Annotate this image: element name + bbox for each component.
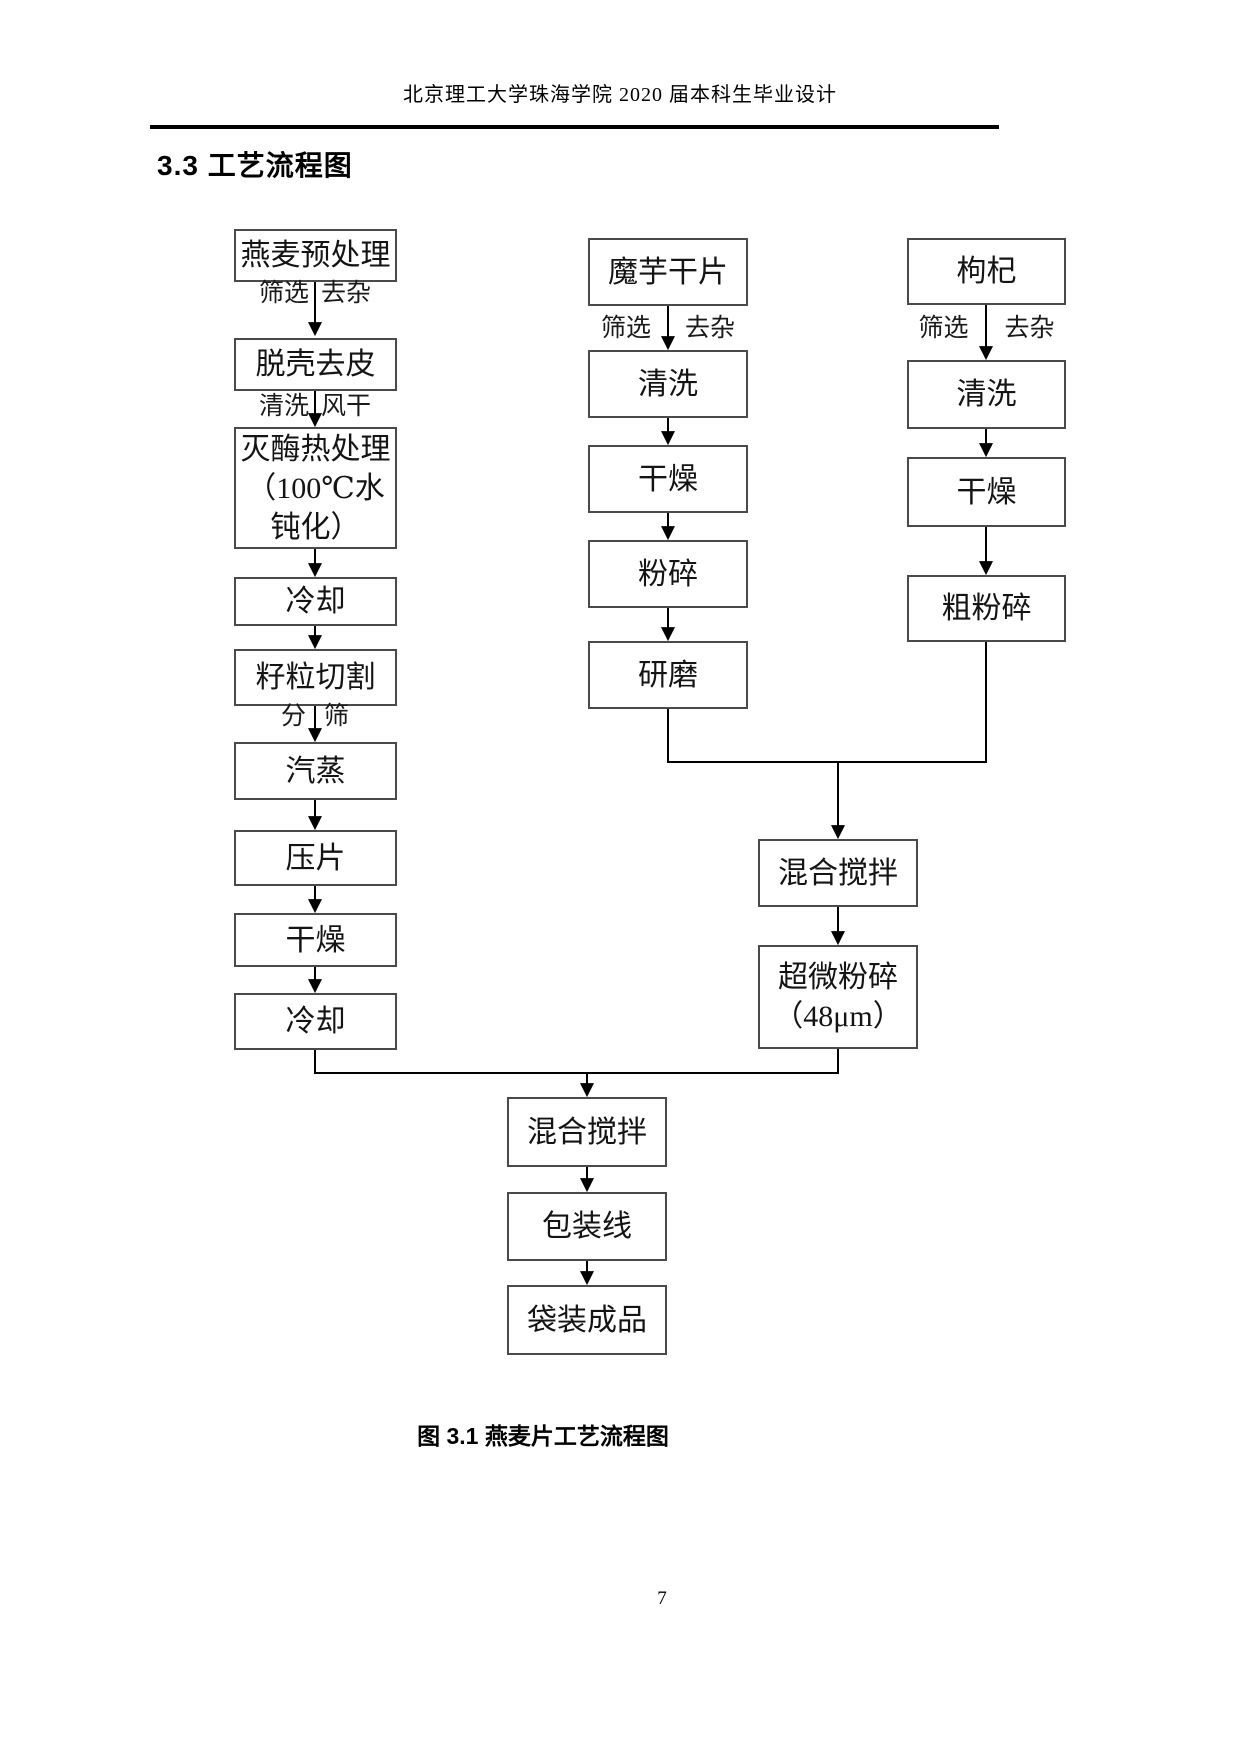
box-packaging-line: 包装线 bbox=[507, 1192, 667, 1261]
box-cooling-2: 冷却 bbox=[234, 993, 397, 1050]
box-cooling-1: 冷却 bbox=[234, 577, 397, 626]
box-oat-pretreatment: 燕麦预处理 bbox=[234, 229, 397, 282]
box-drying-oat: 干燥 bbox=[234, 913, 397, 967]
connector-elbow bbox=[314, 1049, 839, 1074]
header-rule bbox=[150, 125, 999, 129]
box-bagged-finished-product: 袋装成品 bbox=[507, 1285, 667, 1355]
edge-label-right: 筛 bbox=[324, 703, 350, 730]
edge-label-left: 清洗 bbox=[258, 393, 309, 420]
box-mixing-stirring-final: 混合搅拌 bbox=[507, 1097, 667, 1167]
edge-label-left: 筛选 bbox=[600, 315, 651, 342]
page-header-title: 北京理工大学珠海学院 2020 届本科生毕业设计 bbox=[403, 84, 837, 106]
edge-label-right: 去杂 bbox=[685, 315, 736, 342]
edge-label-left: 筛选 bbox=[918, 315, 969, 342]
box-washing-konjac: 清洗 bbox=[588, 350, 748, 418]
box-steaming: 汽蒸 bbox=[234, 742, 397, 800]
edge-label-goji-screening: 筛选 去杂 bbox=[907, 315, 1066, 343]
box-mixing-stirring-powder: 混合搅拌 bbox=[758, 839, 918, 907]
edge-label-right: 风干 bbox=[321, 393, 372, 420]
connector-elbow bbox=[667, 642, 987, 763]
box-superfine-crushing: 超微粉碎 （48μm） bbox=[758, 945, 918, 1049]
box-konjac-dried-chips: 魔芋干片 bbox=[588, 238, 748, 306]
merge-connectors bbox=[314, 642, 987, 1286]
box-grinding-konjac: 研磨 bbox=[588, 641, 748, 709]
box-drying-goji: 干燥 bbox=[907, 457, 1066, 527]
box-flaking: 压片 bbox=[234, 830, 397, 886]
box-crushing-konjac: 粉碎 bbox=[588, 540, 748, 608]
edge-label-right: 去杂 bbox=[321, 280, 372, 307]
section-heading: 3.3 工艺流程图 bbox=[157, 150, 353, 181]
box-dehulling-peeling: 脱壳去皮 bbox=[234, 338, 397, 391]
edge-label-right: 去杂 bbox=[1004, 315, 1055, 342]
box-drying-konjac: 干燥 bbox=[588, 445, 748, 513]
page-number: 7 bbox=[657, 1588, 667, 1609]
edge-label-konjac-screening: 筛选 去杂 bbox=[588, 315, 748, 343]
edge-label-left: 分 bbox=[280, 703, 306, 730]
box-goji-berries: 枸杞 bbox=[907, 238, 1066, 305]
edge-label-oat-screening: 筛选 去杂 bbox=[235, 280, 395, 308]
box-washing-goji: 清洗 bbox=[907, 360, 1066, 429]
box-coarse-crushing-goji: 粗粉碎 bbox=[907, 575, 1066, 642]
edge-label-left: 筛选 bbox=[258, 280, 309, 307]
edge-label-oat-washing-airdrying: 清洗 风干 bbox=[235, 393, 395, 421]
figure-caption: 图 3.1 燕麦片工艺流程图 bbox=[417, 1423, 669, 1449]
box-enzyme-deactivation-heat-treatment: 灭酶热处理 （100℃水 钝化） bbox=[234, 427, 397, 549]
edge-label-oat-sieving: 分 筛 bbox=[235, 703, 395, 731]
box-kernel-cutting: 籽粒切割 bbox=[234, 649, 397, 706]
